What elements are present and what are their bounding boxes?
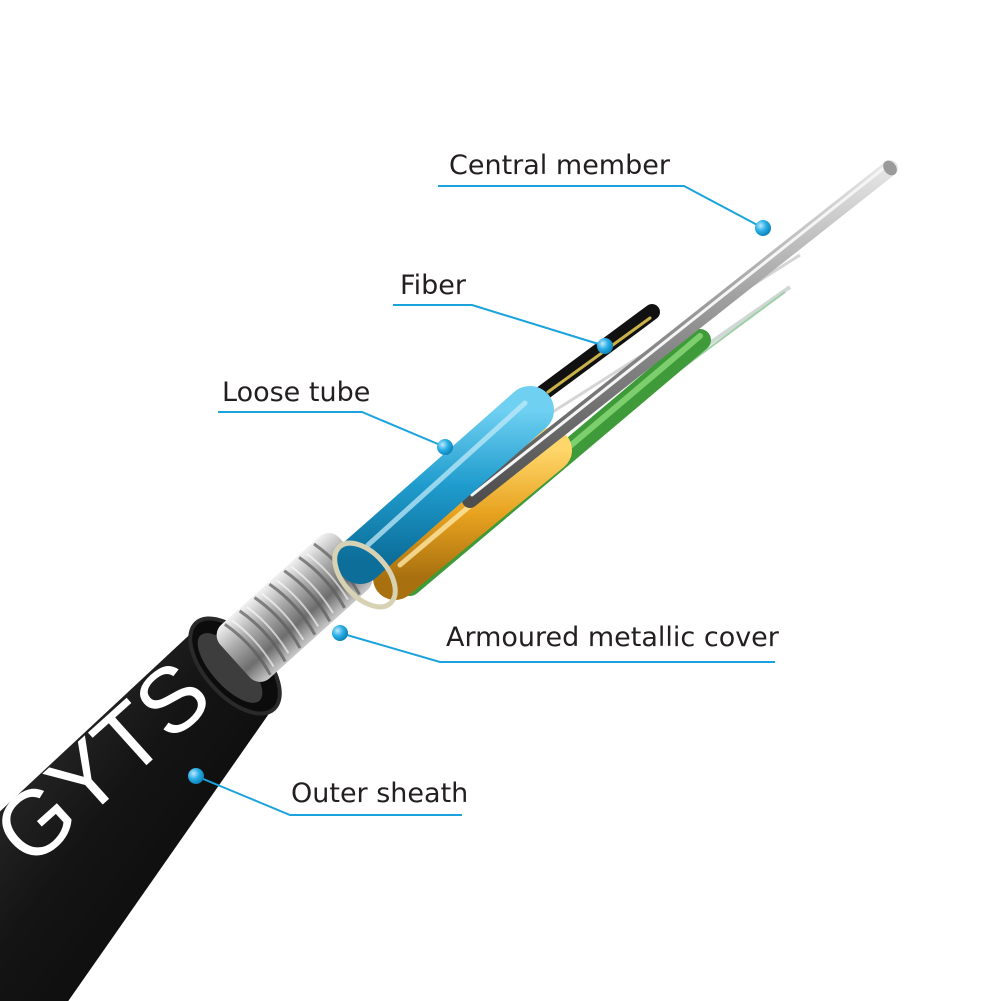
label-central-member: Central member xyxy=(449,150,670,181)
label-armoured-metallic-cover: Armoured metallic cover xyxy=(446,622,779,653)
central-member-rod xyxy=(462,160,898,508)
callout-dot-central xyxy=(755,220,771,236)
label-outer-sheath: Outer sheath xyxy=(291,778,469,809)
label-fiber: Fiber xyxy=(400,270,466,301)
callout-dot-armour xyxy=(332,625,348,641)
callout-dot-fiber xyxy=(597,338,613,354)
armoured-metallic-cover xyxy=(216,532,373,682)
callout-dot-loose xyxy=(437,439,453,455)
callout-dots xyxy=(188,220,771,784)
callout-dot-sheath xyxy=(188,768,204,784)
callout-leaders xyxy=(195,185,775,816)
label-loose-tube: Loose tube xyxy=(222,377,371,408)
blue-loose-tube xyxy=(336,386,554,584)
outer-sheath xyxy=(0,616,282,1001)
yarn-ring xyxy=(332,540,398,610)
